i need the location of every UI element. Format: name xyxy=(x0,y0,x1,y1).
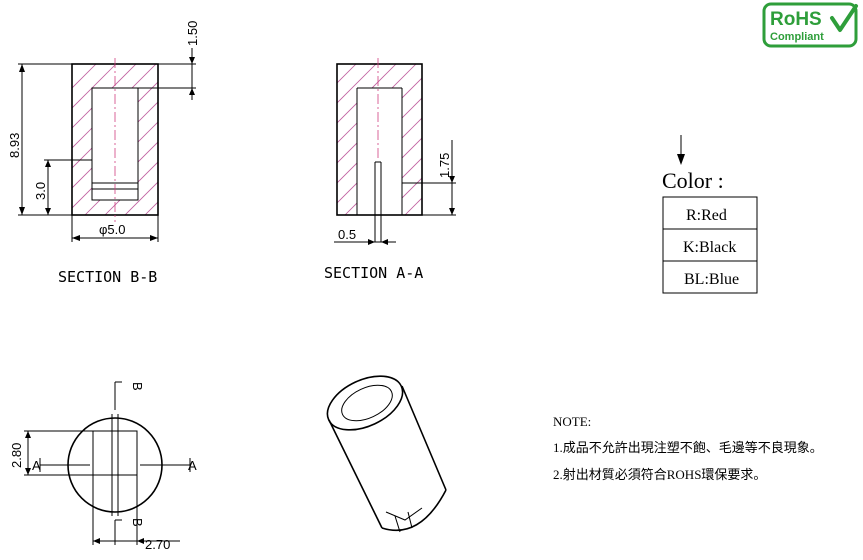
color-row-black: K:Black xyxy=(683,239,736,256)
cut-label-b-top: B xyxy=(130,382,145,391)
color-table-title: Color : xyxy=(662,168,724,193)
dim-height-total: 8.93 xyxy=(7,133,22,158)
dim-slot-height: 1.75 xyxy=(437,153,452,178)
arrow-down-icon xyxy=(677,154,685,165)
notes-title: NOTE: xyxy=(553,414,591,429)
color-table: Color : R:Red K:Black BL:Blue xyxy=(662,135,758,294)
rohs-badge-title: RoHS xyxy=(770,9,822,30)
bottom-view: B B A A 2.80 2.70 xyxy=(9,381,197,552)
color-row-blue: BL:Blue xyxy=(684,271,739,288)
dim-bottom-height: 2.80 xyxy=(9,443,24,468)
dim-diameter: φ5.0 xyxy=(99,222,126,237)
rohs-badge-subtitle: Compliant xyxy=(770,31,824,43)
section-a-a-caption: SECTION A-A xyxy=(324,264,423,282)
cut-label-a-left: A xyxy=(32,458,41,473)
dim-slot-depth: 3.0 xyxy=(33,182,48,200)
notes-block: NOTE: 1.成品不允許出現注塑不飽、毛邊等不良現象。 2.射出材質必須符合R… xyxy=(553,414,823,482)
section-a-a-view: 1.75 0.5 SECTION A-A xyxy=(324,58,456,282)
color-row-red: R:Red xyxy=(686,207,727,224)
section-a-a-hatching xyxy=(337,64,422,215)
note-item-2: 2.射出材質必須符合ROHS環保要求。 xyxy=(553,467,766,482)
rohs-badge: RoHS Compliant xyxy=(762,2,858,48)
section-b-b-caption: SECTION B-B xyxy=(58,268,157,286)
note-item-1: 1.成品不允許出現注塑不飽、毛邊等不良現象。 xyxy=(553,440,823,455)
dim-top-wall: 1.50 xyxy=(185,21,200,46)
dim-slot-width: 0.5 xyxy=(338,227,356,242)
isometric-view xyxy=(326,375,447,533)
check-mark-icon xyxy=(830,4,858,32)
cut-label-a-right: A xyxy=(188,458,197,473)
dim-bottom-width: 2.70 xyxy=(145,537,170,552)
section-b-b-view: 8.93 3.0 1.50 φ5.0 SECTION B-B xyxy=(7,21,200,286)
